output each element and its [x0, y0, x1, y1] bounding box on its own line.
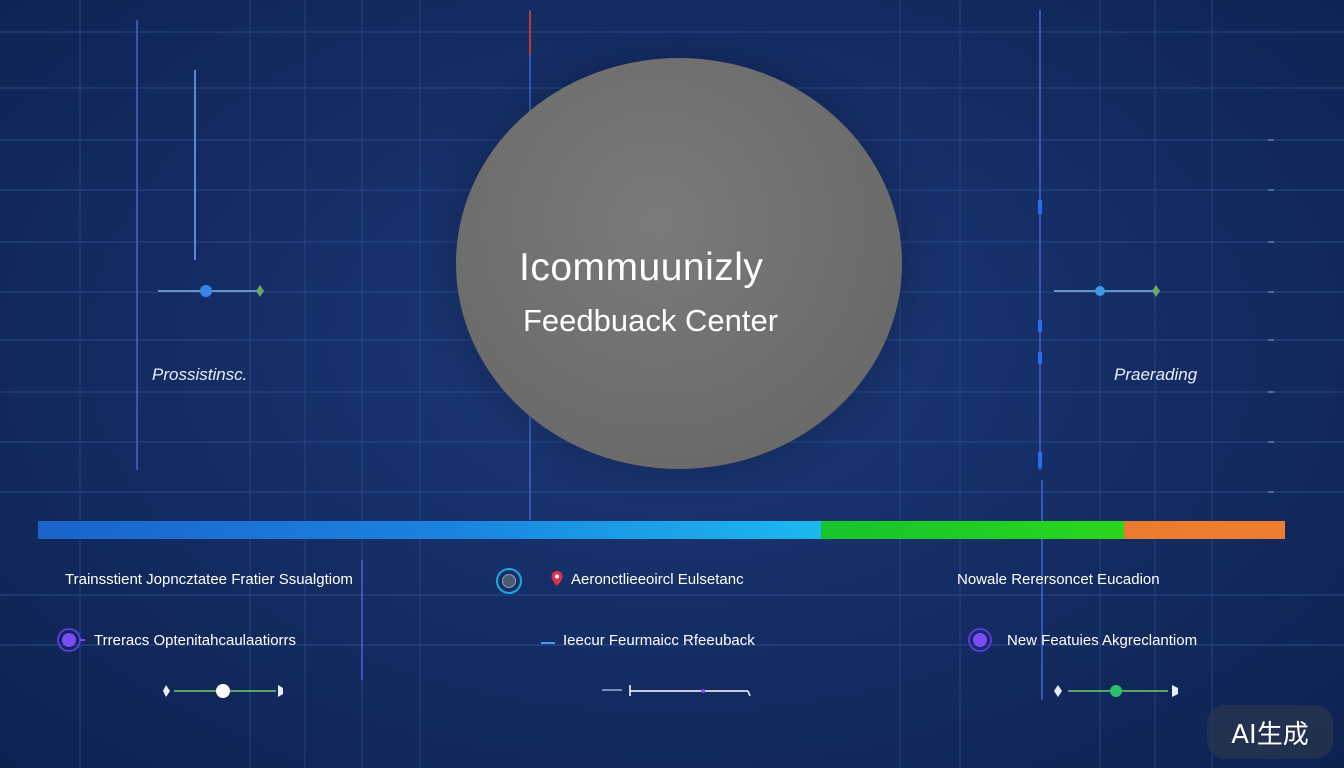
list-item-row2-left[interactable]: Trreracs Optenitahcaulaatiorrs [94, 632, 297, 649]
slider-right[interactable] [1052, 280, 1164, 304]
slider-bottom-right[interactable] [1050, 680, 1184, 702]
progress-bar [38, 521, 1285, 539]
list-item-row1-center[interactable]: Aeronctlieeoircl Eulsetanc [571, 571, 744, 588]
list-item-row1-left[interactable]: Trainsstient Jopncztatee Fratier Ssualgt… [65, 571, 353, 588]
list-item-row1-right[interactable]: Nowale Rerersoncet Eucadion [957, 571, 1160, 588]
gear-icon [968, 628, 992, 652]
dash-icon [541, 642, 555, 644]
hero-circle [456, 58, 902, 469]
progress-segment-green [821, 521, 1124, 539]
target-icon[interactable] [494, 566, 524, 596]
progress-segment-blue [38, 521, 821, 539]
location-pin-icon [551, 571, 563, 586]
slider-left[interactable] [156, 280, 268, 304]
left-side-label: Prossistinsc. [152, 365, 248, 384]
gear-icon [57, 628, 85, 652]
right-side-label: Praerading [1114, 365, 1198, 384]
slider-bottom-center[interactable] [600, 682, 756, 702]
hero-title: Icommuunizly [519, 246, 764, 289]
list-item-row2-center[interactable]: Ieecur Feurmaicc Rfeeuback [563, 632, 755, 649]
progress-segment-orange [1124, 521, 1285, 539]
slider-bottom-left[interactable] [160, 680, 290, 702]
list-item-row2-right[interactable]: New Featuies Akgreclantiom [1007, 632, 1198, 649]
ai-generated-badge: AI生成 [1207, 705, 1333, 759]
hero-subtitle: Feedbuack Center [523, 303, 779, 338]
